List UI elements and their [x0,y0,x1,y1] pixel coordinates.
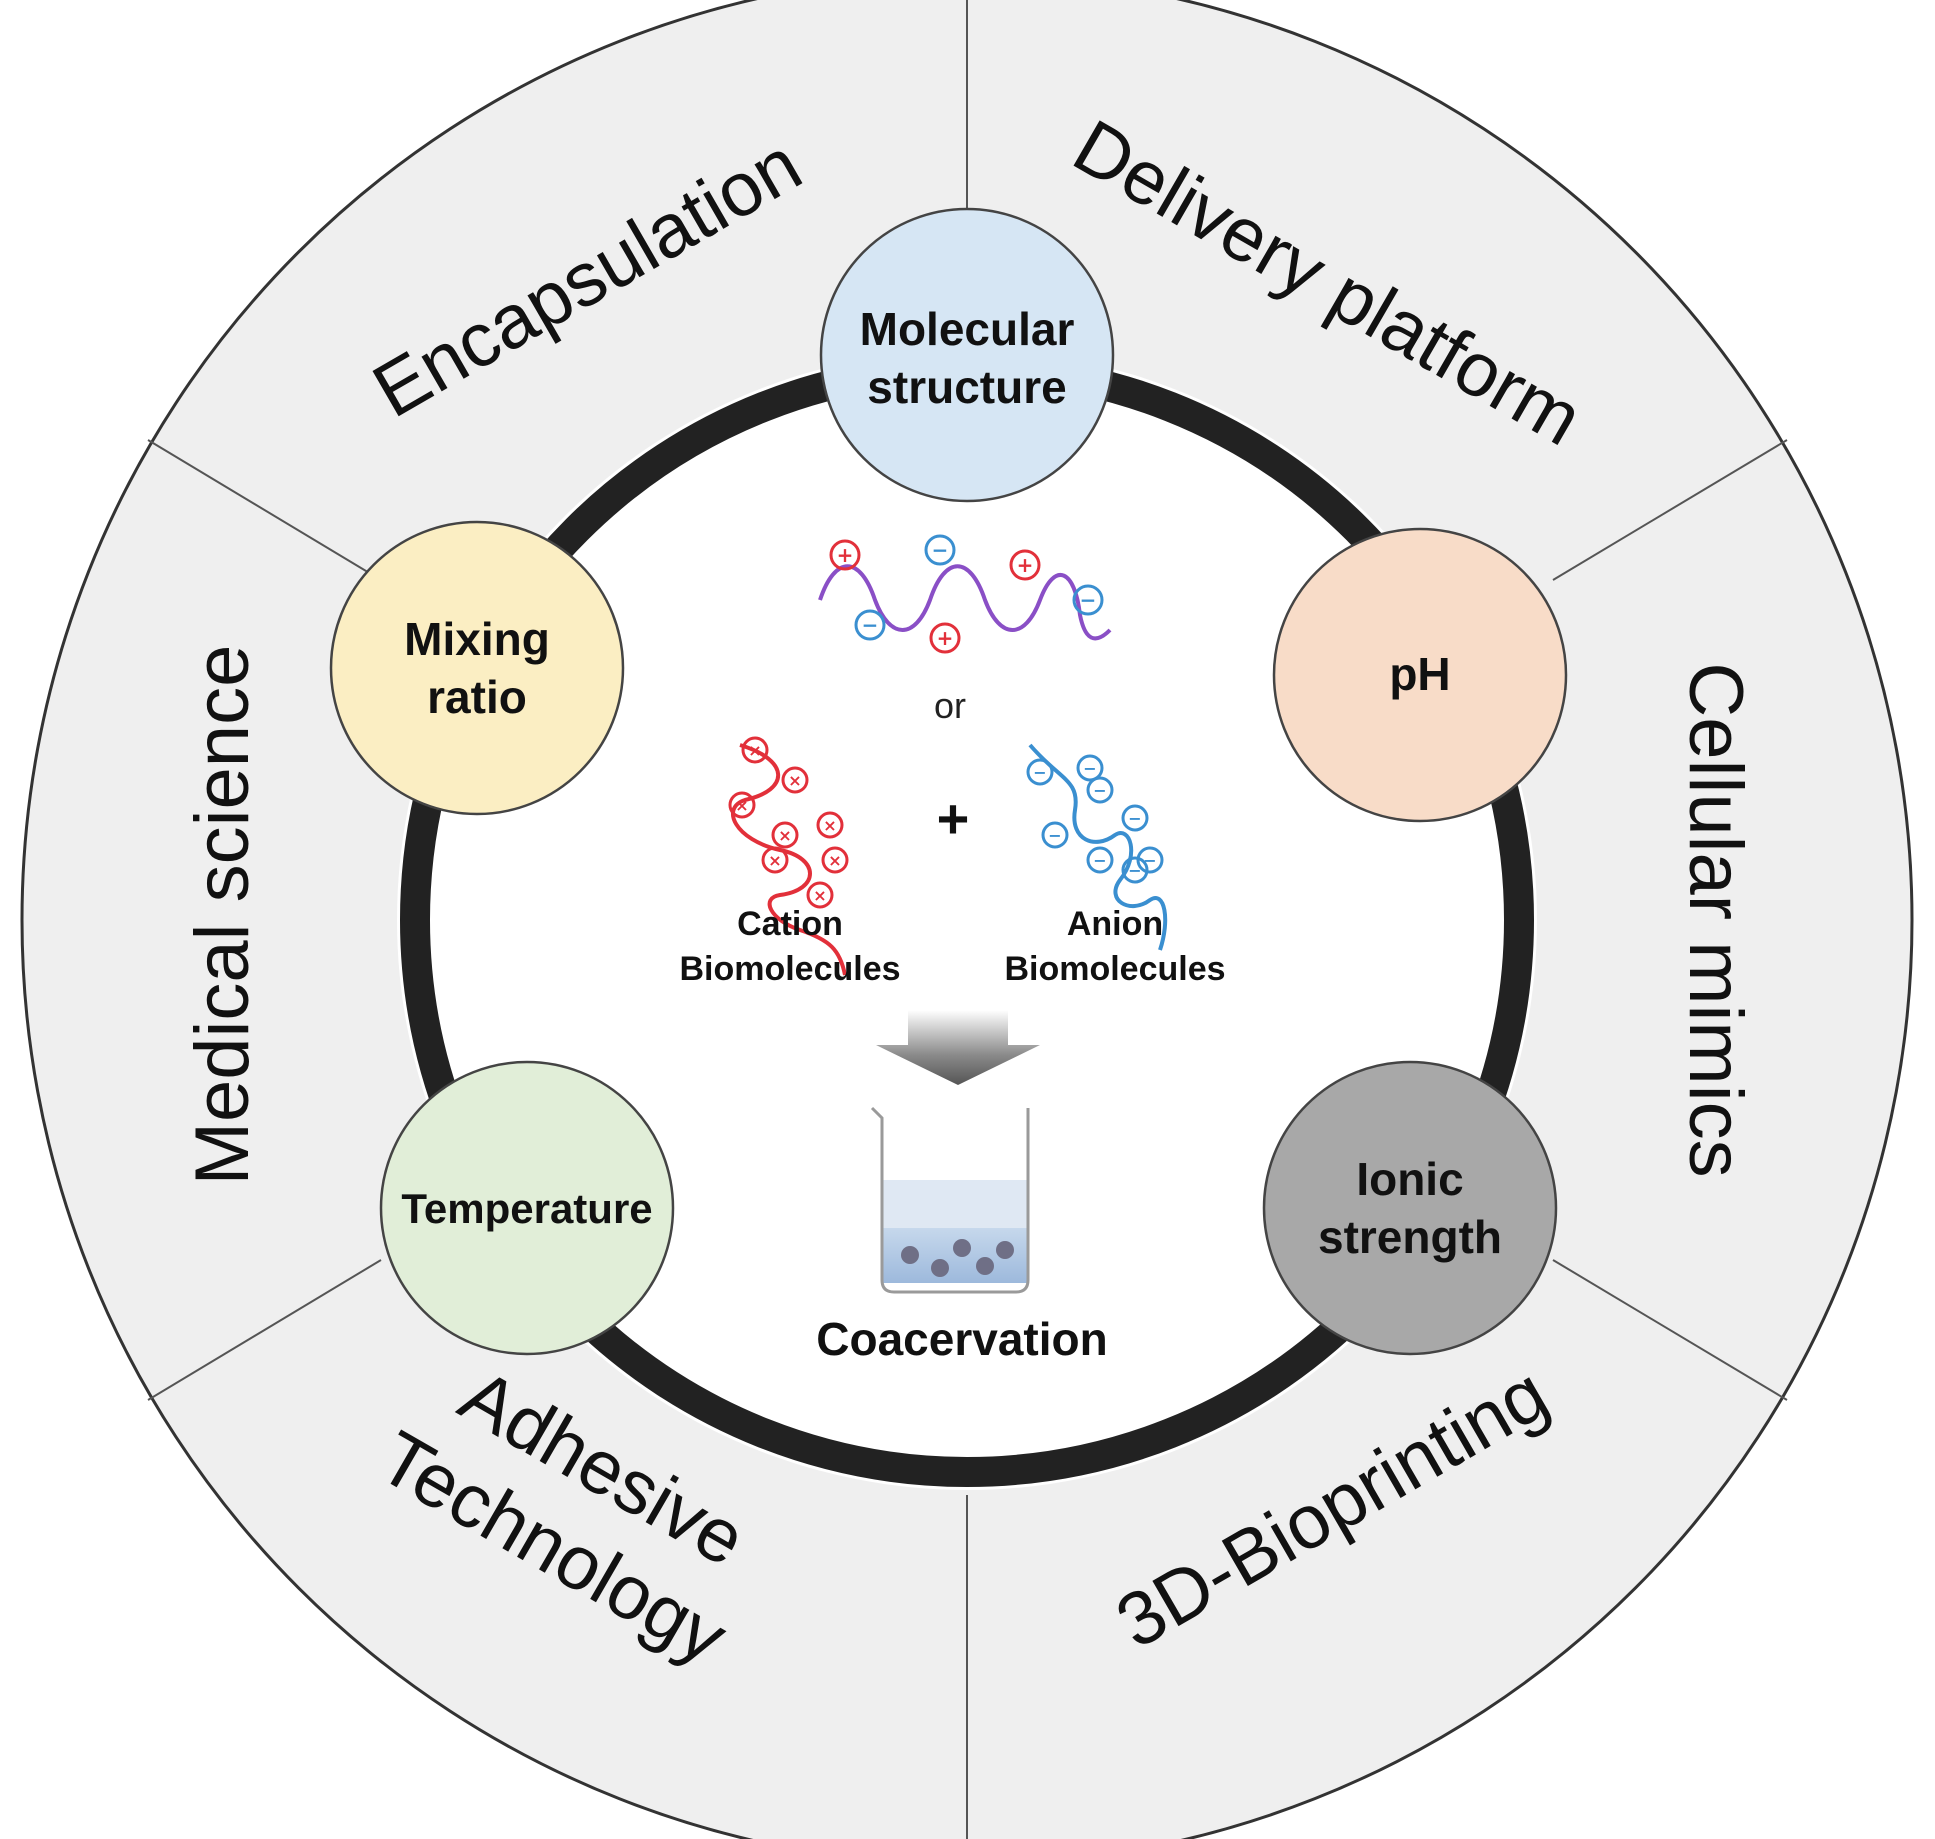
positive-charge-icon: × [821,846,849,874]
svg-text:+: + [1017,553,1034,577]
factor-temperature: Temperature [379,1060,675,1356]
coacervate-droplet [996,1241,1014,1259]
svg-text:×: × [778,826,791,845]
coacervate-droplet [953,1239,971,1257]
divider-lower-right [1552,1259,1788,1401]
positive-charge-icon: × [741,736,769,764]
negative-charge-icon: − [1136,846,1164,874]
anion-label-line2: Biomolecules [1004,950,1225,988]
svg-text:−: − [862,613,879,637]
svg-text:−: − [1143,851,1156,870]
svg-text:×: × [828,851,841,870]
plus-sign: + [937,787,970,850]
factor-ionic-circle [1262,1060,1558,1356]
positive-charge-icon: + [929,622,961,654]
svg-text:×: × [748,741,761,760]
factor-molecular-structure: Molecular structure [819,207,1115,503]
positive-charge-icon: + [1009,549,1041,581]
positive-charge-icon: × [771,821,799,849]
factor-ionic-strength: Ionic strength [1262,1060,1558,1356]
svg-text:×: × [813,886,826,905]
beaker-icon [870,1106,1030,1294]
svg-text:×: × [768,851,781,870]
svg-text:−: − [1048,826,1061,845]
factor-mixing-ratio: Mixing ratio [329,520,625,816]
positive-charge-icon: × [816,811,844,839]
negative-charge-icon: − [854,609,886,641]
factor-ph-circle [1272,527,1568,823]
cation-label-line2: Biomolecules [679,950,900,988]
svg-text:×: × [788,771,801,790]
divider-upper-right [1552,439,1788,581]
svg-text:−: − [1093,851,1106,870]
coacervation-label: Coacervation [816,1313,1107,1365]
negative-charge-icon: − [1072,584,1104,616]
positive-charge-icon: × [781,766,809,794]
factor-mixing-line2: ratio [427,671,527,723]
beaker-liquid-top [882,1180,1028,1228]
factor-ionic-line2: strength [1318,1211,1502,1263]
mixed-chain-path [818,564,1112,641]
divider-upper-left [147,439,382,581]
svg-text:−: − [1083,759,1096,778]
positive-charge-icon: × [728,791,756,819]
inner-white-disc [397,350,1537,1490]
factor-ph: pH [1272,527,1568,823]
svg-text:−: − [1093,781,1106,800]
coacervate-droplet [901,1246,919,1264]
factor-ionic-line1: Ionic [1356,1153,1463,1205]
coacervate-droplet [976,1257,994,1275]
factor-mixing-circle [329,520,625,816]
factor-molecular-circle [819,207,1115,503]
negative-charge-icon: − [1086,846,1114,874]
positive-charge-icon: × [806,881,834,909]
negative-charge-icon: − [1026,758,1054,786]
anion-polymer: − − − − − − − − [1026,743,1168,951]
svg-text:+: + [837,543,854,567]
cation-chain-path [731,743,847,976]
beaker-outline [870,1106,1030,1294]
negative-charge-icon: − [1076,754,1104,782]
negative-charge-icon: − [924,534,956,566]
svg-text:−: − [1128,809,1141,828]
factor-temperature-label: Temperature [401,1185,652,1232]
svg-text:+: + [937,626,954,650]
factor-mixing-line1: Mixing [404,613,550,665]
anion-label-line1: Anion [1067,905,1163,943]
positive-charge-icon: × [761,846,789,874]
negative-charge-icon: − [1121,804,1149,832]
factor-temperature-circle [379,1060,675,1356]
divider-lower-left [147,1259,382,1401]
segment-medical-science-label: Medical science [180,645,265,1186]
svg-text:−: − [1033,763,1046,782]
svg-text:×: × [823,816,836,835]
factor-ph-label: pH [1389,648,1450,700]
sector-dividers [147,0,1788,1839]
mixed-charge-polymer: + − + − + − [818,534,1112,654]
cation-polymer: × × × × × × × × [728,736,849,976]
negative-charge-icon: − [1041,821,1069,849]
factor-molecular-line2: structure [867,361,1066,413]
segment-cellular-mimics-label: Cellular mimics [1673,662,1758,1177]
cation-label-line1: Cation [737,905,843,943]
svg-text:×: × [735,796,748,815]
anion-chain-path [1028,743,1168,951]
coacervate-droplet [931,1259,949,1277]
negative-charge-icon: − [1086,776,1114,804]
svg-text:−: − [1080,588,1097,612]
positive-charge-icon: + [829,539,861,571]
or-label: or [934,685,966,726]
svg-text:−: − [932,538,949,562]
down-arrow-icon [876,1010,1040,1085]
factor-molecular-line1: Molecular [860,303,1075,355]
